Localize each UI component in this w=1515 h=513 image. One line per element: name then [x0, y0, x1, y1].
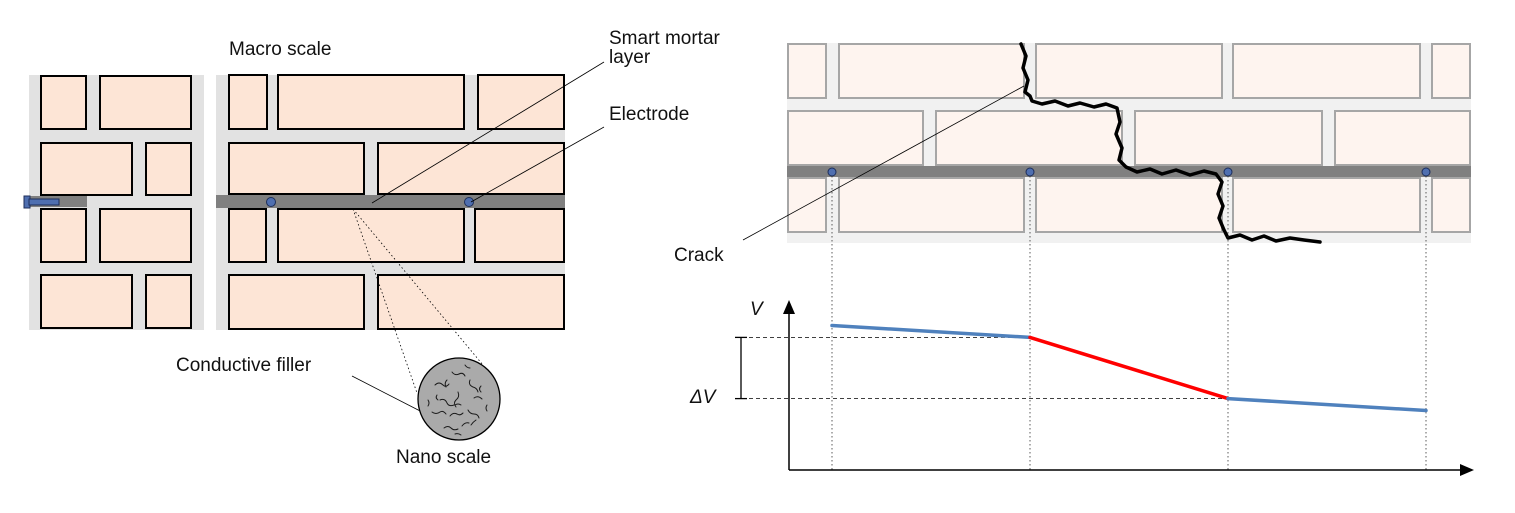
- left-wall-segment: [23, 75, 204, 330]
- delta-v-label: ΔV: [690, 387, 716, 408]
- crack-leader: [742, 85, 1025, 241]
- conductive-filler-label: Conductive filler: [176, 355, 312, 376]
- voltage-segment: [1226, 396, 1428, 413]
- electrode-dot: [266, 197, 276, 207]
- nano-scale-disk: [417, 357, 501, 441]
- electrode-label: Electrode: [609, 104, 690, 125]
- y-axis-arrow: [783, 300, 795, 314]
- crack-line: [1019, 42, 1322, 244]
- chart-series: [830, 323, 1428, 413]
- voltage-drop-segment: [1028, 335, 1230, 401]
- voltage-segment: [830, 323, 1032, 340]
- smart-mortar-label-line2: layer: [609, 47, 651, 68]
- electrode-connector: [23, 195, 60, 209]
- x-axis-arrow: [1460, 464, 1474, 476]
- smart-mortar-label-line1: Smart mortar: [609, 28, 720, 49]
- macro-scale-label: Macro scale: [229, 39, 332, 60]
- smart-mortar-layer-right: [787, 166, 1471, 177]
- delta-v-guides: [735, 336, 1228, 400]
- leader-lines: [351, 61, 605, 415]
- electrode-projections: [831, 176, 1427, 470]
- electrodes-right: [827, 167, 1431, 177]
- right-wall: [787, 43, 1471, 243]
- crack-label: Crack: [674, 245, 724, 266]
- voltage-chart: [735, 300, 1474, 476]
- electrode-dot: [464, 197, 474, 207]
- macro-wall: [216, 74, 565, 330]
- nano-scale-label: Nano scale: [396, 447, 492, 468]
- y-axis-label: V: [750, 299, 763, 320]
- zoom-lines: [352, 208, 484, 394]
